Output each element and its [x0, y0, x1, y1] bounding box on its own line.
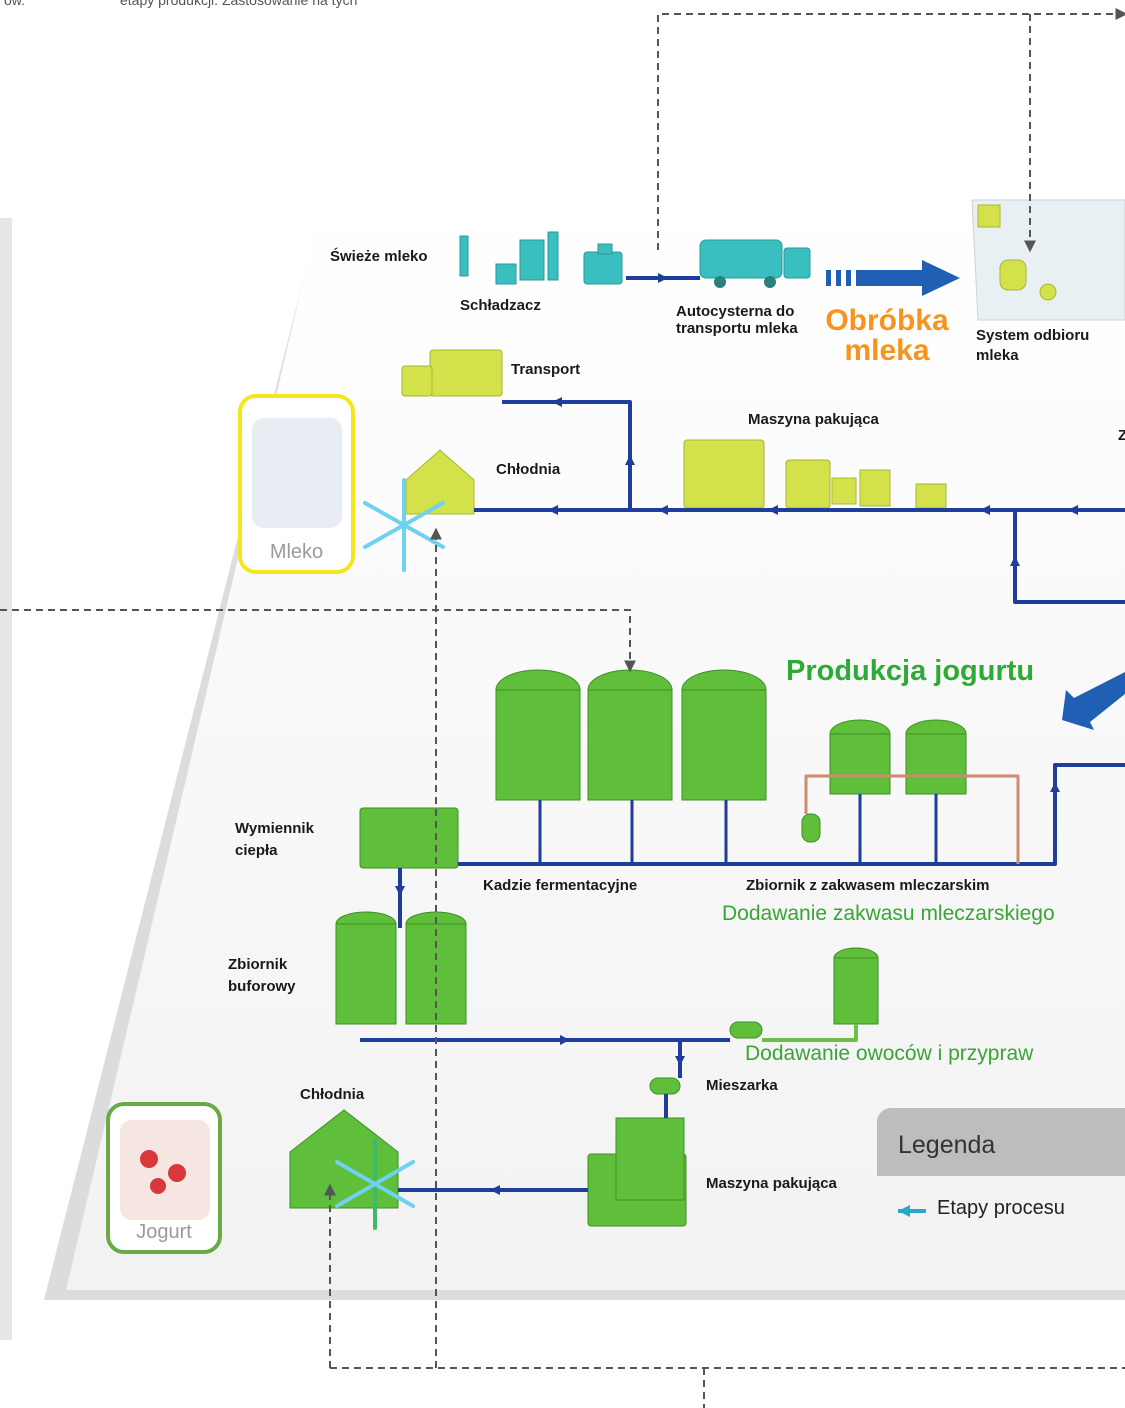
- snowflake-icon: [335, 1138, 415, 1230]
- label-transport: Transport: [511, 361, 581, 378]
- milk-callout-label: Mleko: [269, 541, 324, 563]
- heat-exchanger-unit: [359, 807, 459, 869]
- yogurt-cup-picture: [120, 1120, 210, 1220]
- flow-to-intake-arrow: [826, 260, 960, 296]
- milk-packaging-line: [683, 439, 947, 509]
- culture-tanks: [801, 719, 967, 843]
- legend-panel: [877, 1108, 1125, 1176]
- yogurt-callout-label: Jogurt: [136, 1221, 192, 1243]
- header-fragment-left: ów.: [4, 0, 26, 8]
- fresh-milk-station: [459, 231, 559, 285]
- label-yogurt-cold-store: Chłodnia: [300, 1086, 365, 1103]
- label-heat-exchanger: Wymiennik ciepła: [235, 820, 314, 859]
- yogurt-callout: Jogurt: [106, 1102, 222, 1254]
- label-buffer-tank: Zbiornik buforowy: [228, 956, 296, 995]
- yogurt-line-arrows: [395, 782, 1060, 1195]
- label-milk-cold-store: Chłodnia: [496, 461, 561, 478]
- label-yogurt-packaging: Maszyna pakująca: [706, 1175, 837, 1192]
- mixer-unit: [649, 1077, 681, 1095]
- legend-title: Legenda: [898, 1131, 996, 1159]
- left-panel-strip: [0, 218, 12, 1340]
- milk-line-arrows: [548, 273, 1078, 566]
- label-cut-letter: Z: [1118, 427, 1125, 444]
- milk-intake-room: [971, 199, 1125, 321]
- label-fermentation: Kadzie fermentacyjne: [483, 877, 638, 894]
- transport-truck: [401, 349, 503, 397]
- dashed-connectors: [0, 8, 1125, 1408]
- step-add-culture: Dodawanie zakwasu mleczarskiego: [722, 902, 1055, 925]
- step-add-fruit: Dodawanie owoców i przypraw: [745, 1042, 1034, 1065]
- label-tanker: Autocysterna do transportu mleka: [676, 303, 798, 337]
- cooler-unit: [583, 243, 623, 285]
- label-cooler: Schładzacz: [460, 297, 541, 314]
- yogurt-packaging-machine: [587, 1117, 687, 1227]
- label-fresh-milk: Świeże mleko: [330, 248, 428, 265]
- milk-tanker-truck: [699, 239, 811, 288]
- label-culture-tank: Zbiornik z zakwasem mleczarskim: [746, 877, 990, 894]
- fruit-dosing-units: [729, 947, 879, 1039]
- fermentation-vessels: [495, 669, 767, 801]
- label-milk-intake: System odbioru mleka: [976, 327, 1090, 364]
- label-milk-packaging: Maszyna pakująca: [748, 411, 879, 428]
- legend-item-process: Etapy procesu: [937, 1197, 1065, 1219]
- milk-section-title: Obróbka mleka: [825, 304, 949, 367]
- milk-glass-picture: [252, 418, 342, 528]
- yogurt-section-title: Produkcja jogurtu: [786, 655, 1035, 687]
- header-fragment-right: etapy produkcji. Zastosowanie na tych: [120, 0, 358, 8]
- milk-callout: Mleko: [238, 394, 355, 574]
- snowflake-icon: [363, 478, 445, 572]
- process-arrow-icon: [898, 1205, 926, 1217]
- label-mixer: Mieszarka: [706, 1077, 778, 1094]
- flow-to-yogurt-arrow: [1062, 672, 1125, 730]
